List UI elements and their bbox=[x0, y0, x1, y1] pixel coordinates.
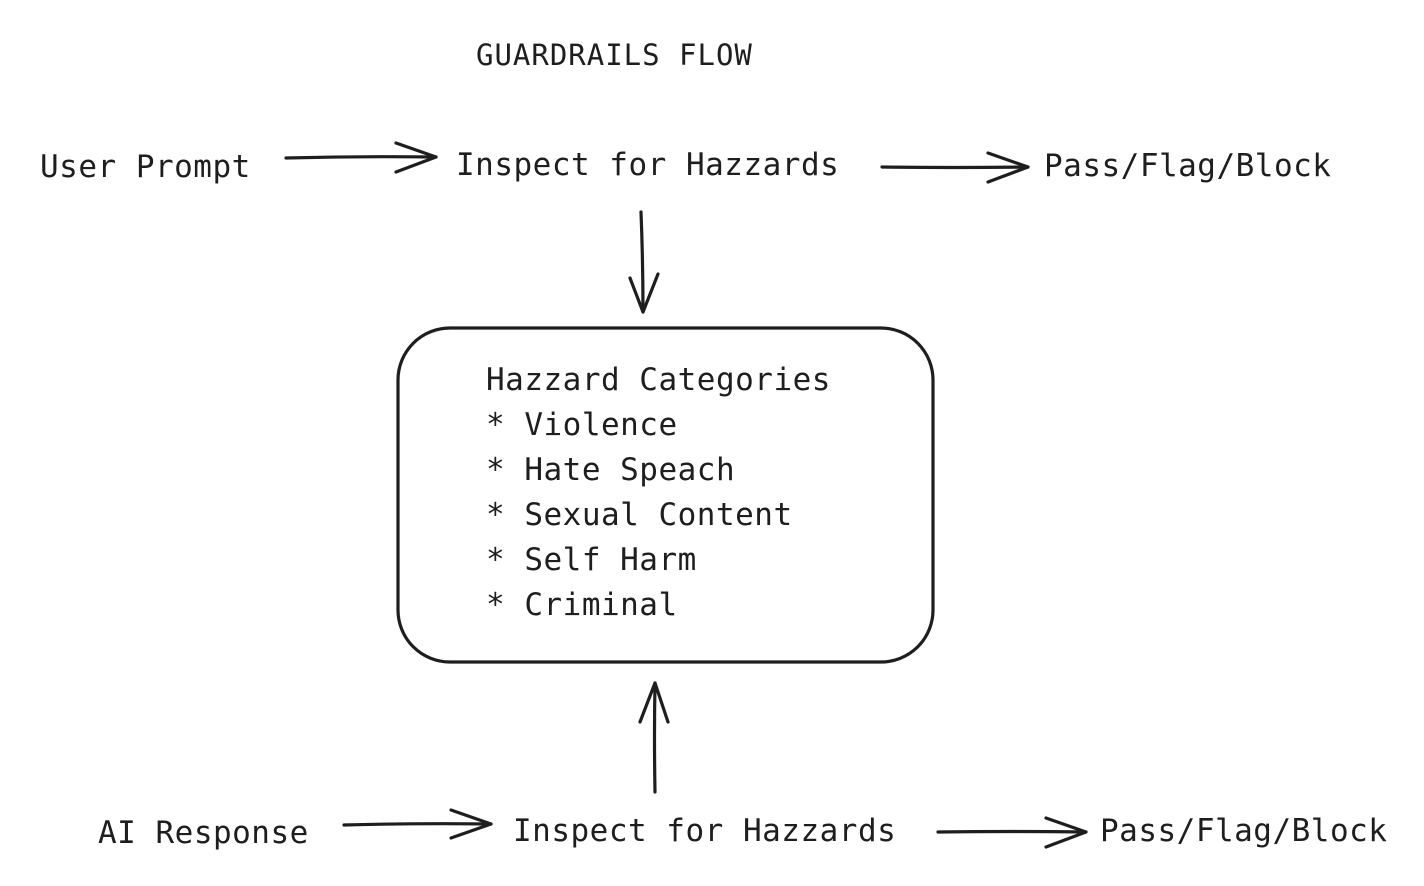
node-user-prompt: User Prompt bbox=[40, 149, 251, 185]
categories-box: Hazzard Categories * Violence * Hate Spe… bbox=[486, 358, 831, 628]
arrow-inspect-to-outcome-top bbox=[880, 151, 1030, 184]
node-outcome-response: Pass/Flag/Block bbox=[1100, 813, 1388, 849]
category-item: * Self Harm bbox=[486, 542, 697, 578]
category-item: * Sexual Content bbox=[486, 497, 793, 533]
category-item: * Violence bbox=[486, 407, 678, 443]
categories-heading: Hazzard Categories bbox=[486, 362, 831, 398]
node-inspect-response: Inspect for Hazzards bbox=[513, 813, 897, 849]
arrow-user-prompt-to-inspect bbox=[284, 141, 438, 174]
node-inspect-prompt: Inspect for Hazzards bbox=[456, 147, 840, 183]
arrow-inspect-to-categories bbox=[628, 210, 660, 314]
categories-box-outline bbox=[396, 326, 935, 664]
arrow-inspect-to-outcome-bottom bbox=[936, 816, 1088, 849]
arrow-ai-response-to-inspect bbox=[342, 808, 493, 840]
category-item: * Criminal bbox=[486, 587, 678, 623]
node-ai-response: AI Response bbox=[98, 815, 309, 851]
node-outcome-prompt: Pass/Flag/Block bbox=[1044, 148, 1332, 184]
category-item: * Hate Speach bbox=[486, 452, 736, 488]
arrow-inspect-bottom-to-categories bbox=[638, 681, 670, 794]
diagram-title: GUARDRAILS FLOW bbox=[476, 38, 753, 72]
